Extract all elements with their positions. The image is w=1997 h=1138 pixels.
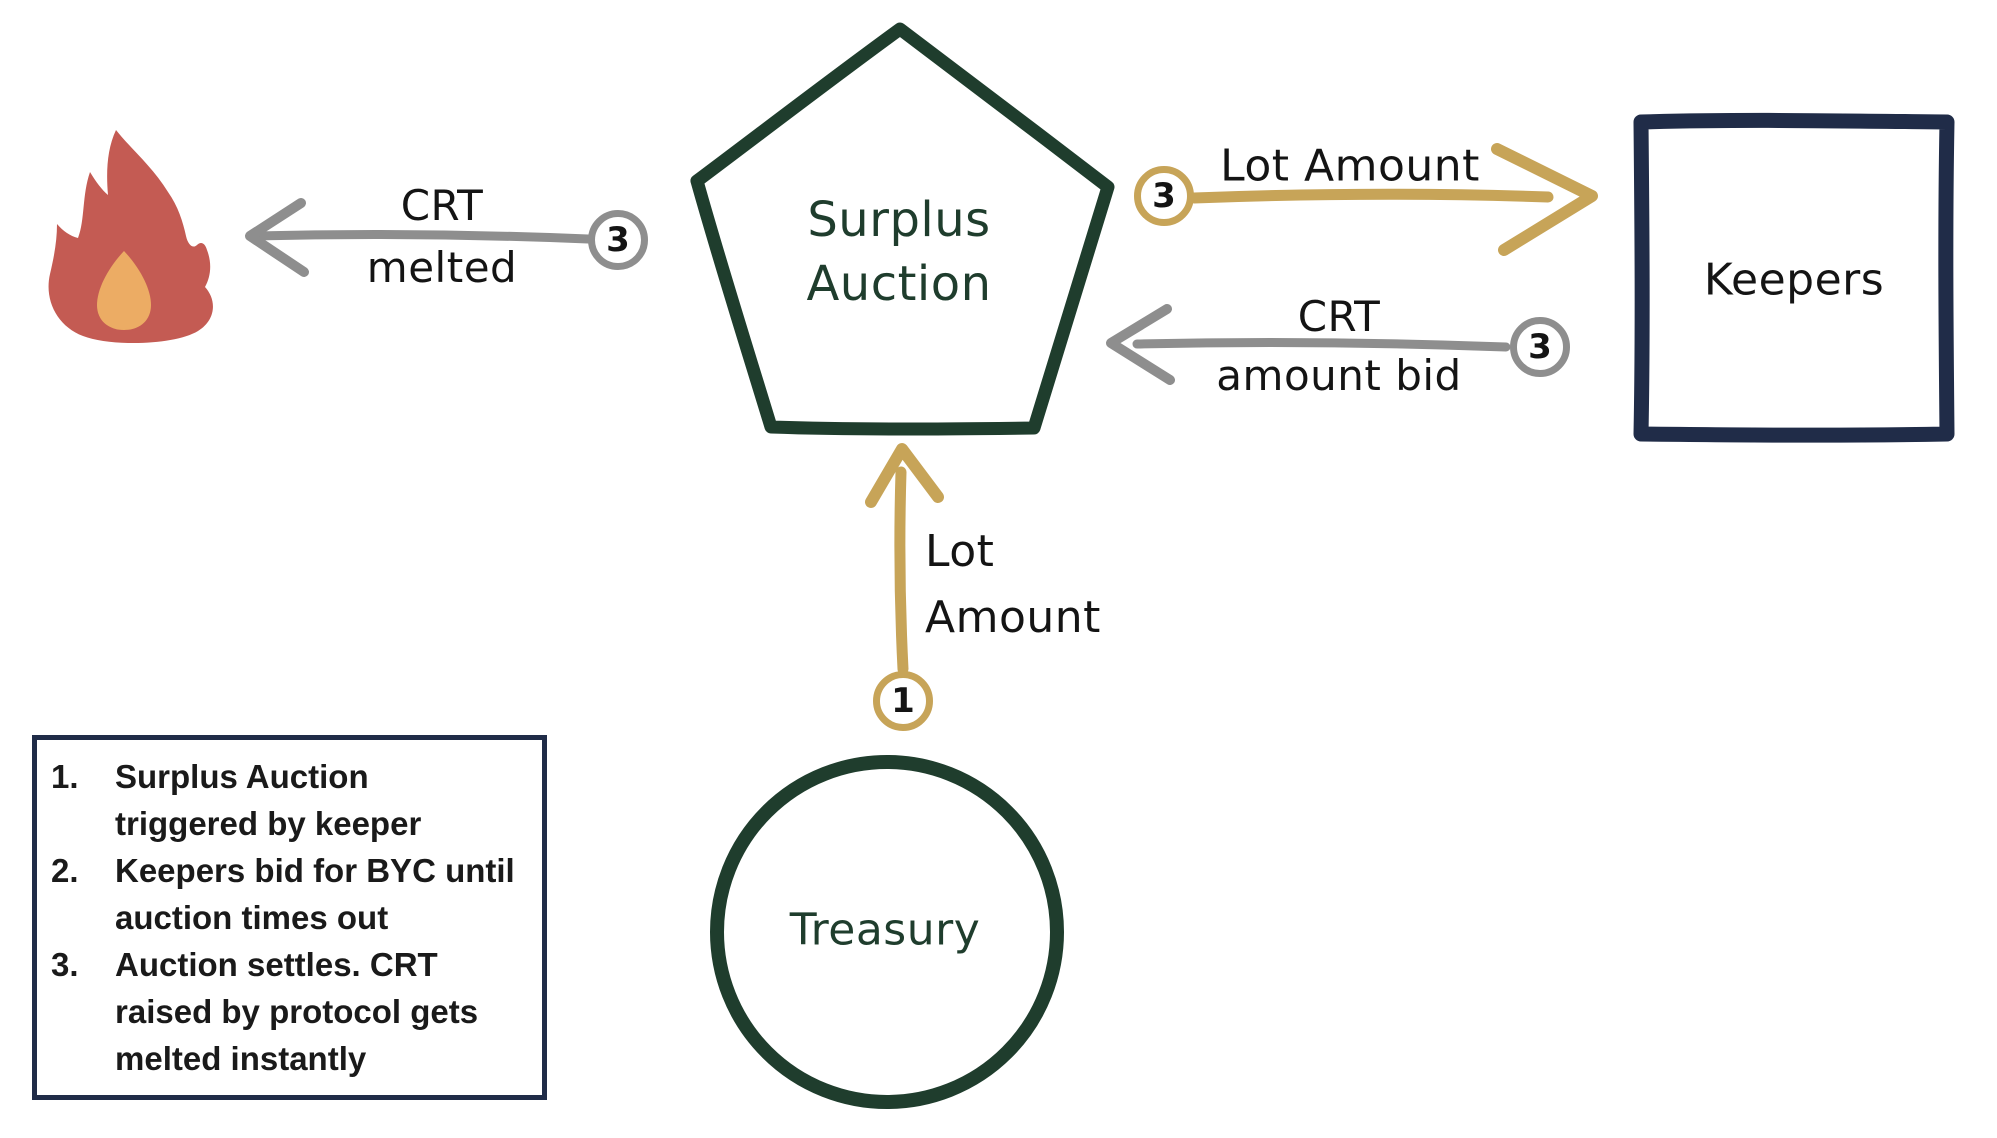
flame-inner-shape <box>97 251 151 330</box>
step-badge-lot-amount-to-keepers: 3 <box>1134 166 1194 226</box>
edge-label-crt-melted-line1: CRT <box>400 181 484 230</box>
legend-list: 1. Surplus Auction triggered by keeper 2… <box>51 753 534 1082</box>
legend-item-text-line: auction times out <box>115 899 389 936</box>
surplus-auction-label: Surplus Auction <box>806 188 991 316</box>
arrow-lot-amount-from-treasury <box>865 443 944 675</box>
legend-item-text: Surplus Auction triggered by keeper <box>115 753 421 847</box>
arrow-crt-amount-bid-head <box>1106 304 1175 385</box>
legend-item: 2. Keepers bid for BYC until auction tim… <box>51 847 534 941</box>
arrow-crt-melted <box>245 198 593 277</box>
arrow-lot-amount-to-keepers-head <box>1491 143 1598 256</box>
arrow-lot-amount-from-treasury-line <box>894 466 909 675</box>
arrow-crt-amount-bid-line <box>1132 338 1511 352</box>
edge-label-crt-melted-line2: melted <box>366 243 518 292</box>
legend-item: 1. Surplus Auction triggered by keeper <box>51 753 534 847</box>
arrow-crt-melted-line <box>248 230 593 244</box>
edge-label-crt-melted: CRT melted <box>367 175 517 299</box>
legend-item-text-line: Surplus Auction <box>115 758 369 795</box>
legend-item-number: 3. <box>51 946 79 983</box>
keepers-label: Keepers <box>1703 254 1885 306</box>
surplus-auction-node <box>690 22 1115 436</box>
treasury-node <box>710 755 1064 1109</box>
arrow-crt-melted-head <box>245 198 309 277</box>
step-badge-lot-amount-from-treasury: 1 <box>873 671 933 731</box>
legend-item: 3. Auction settles. CRT raised by protoc… <box>51 941 534 1082</box>
step-badge-crt-amount-bid: 3 <box>1510 317 1570 377</box>
flame-icon <box>48 130 213 344</box>
arrow-lot-amount-from-treasury-head <box>865 443 944 508</box>
legend-item-text: Auction settles. CRT raised by protocol … <box>115 941 478 1082</box>
treasury-label: Treasury <box>789 904 981 956</box>
flame-outer-shape <box>48 130 213 344</box>
step-badge-crt-melted: 3 <box>588 210 648 270</box>
edge-label-lot-amount-from-treasury-line1: Lot <box>925 526 995 577</box>
edge-label-crt-amount-bid: CRT amount bid <box>1216 287 1461 405</box>
keepers-node <box>1633 112 1955 443</box>
edge-label-lot-amount-from-treasury-line2: Amount <box>925 592 1101 643</box>
legend-box: 1. Surplus Auction triggered by keeper 2… <box>32 735 547 1100</box>
arrow-crt-amount-bid <box>1106 304 1511 385</box>
surplus-auction-label-line2: Auction <box>806 256 992 312</box>
legend-item-text-line: Keepers bid for BYC until <box>115 852 515 889</box>
arrow-lot-amount-to-keepers-line <box>1188 188 1554 204</box>
edge-label-lot-amount-from-treasury: Lot Amount <box>925 519 1101 651</box>
legend-item-text-line: Auction settles. CRT <box>115 946 438 983</box>
legend-item-text: Keepers bid for BYC until auction times … <box>115 847 515 941</box>
legend-item-text-line: triggered by keeper <box>115 805 422 842</box>
edge-label-crt-amount-bid-line1: CRT <box>1297 292 1381 341</box>
legend-item-number: 2. <box>51 852 79 889</box>
legend-item-text-line: melted instantly <box>115 1040 367 1077</box>
arrow-lot-amount-to-keepers <box>1188 143 1598 256</box>
edge-label-crt-amount-bid-line2: amount bid <box>1216 351 1462 400</box>
legend-item-number: 1. <box>51 758 79 795</box>
edge-label-lot-amount-to-keepers: Lot Amount <box>1220 140 1480 192</box>
legend-item-text-line: raised by protocol gets <box>115 993 479 1030</box>
surplus-auction-label-line1: Surplus <box>807 192 991 248</box>
